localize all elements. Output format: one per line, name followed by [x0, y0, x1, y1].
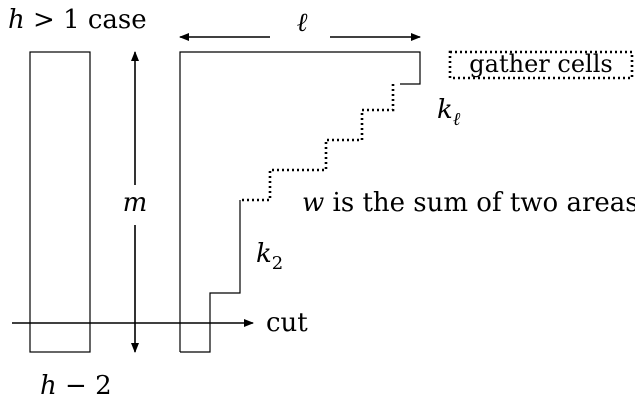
staircase-dotted-steps	[241, 84, 395, 202]
left-column-rect	[29, 51, 91, 353]
k2-label: k2	[256, 239, 283, 274]
case-title: h > 1 case	[8, 5, 147, 35]
k-ell-label: kℓ	[437, 95, 461, 130]
staircase-bottom-steps	[180, 200, 241, 353]
staircase-top-edge	[179, 51, 421, 352]
w-caption: w is the sum of two areas	[302, 188, 635, 218]
gather-cells-box	[448, 50, 634, 80]
cut-label: cut	[266, 308, 308, 338]
gather-cells-label: gather cells	[469, 50, 612, 78]
m-label: m	[123, 188, 148, 218]
h-minus-2-label: h − 2	[40, 371, 112, 401]
ell-label: ℓ	[297, 8, 308, 38]
